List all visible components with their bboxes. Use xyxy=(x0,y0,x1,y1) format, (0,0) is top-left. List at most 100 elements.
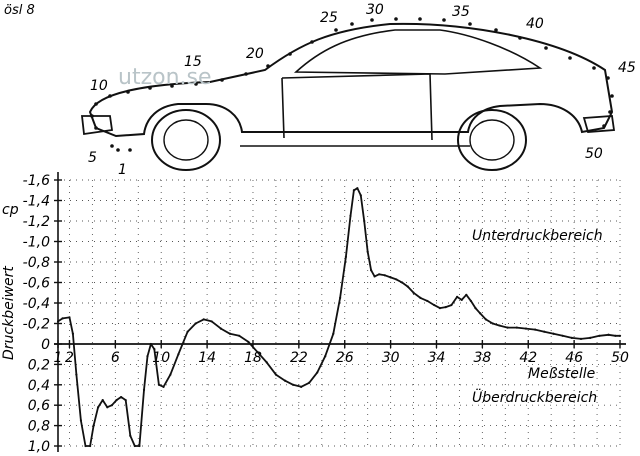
data-point xyxy=(292,383,295,386)
data-point xyxy=(598,334,601,337)
x-tick-label: 2 xyxy=(65,350,74,366)
y-tick-label: 0,8 xyxy=(28,419,50,435)
data-point xyxy=(79,419,83,422)
data-point xyxy=(444,306,447,309)
data-point xyxy=(344,255,347,258)
car-measuring-dot xyxy=(220,78,224,82)
data-point xyxy=(465,293,468,296)
data-point xyxy=(142,388,146,391)
data-point xyxy=(474,307,477,310)
car-side-view xyxy=(80,22,616,171)
rear-wheel xyxy=(457,109,527,171)
data-point xyxy=(395,278,398,281)
y-tick-label: -1,0 xyxy=(23,235,50,251)
data-point xyxy=(484,318,487,321)
car-measuring-dot xyxy=(518,36,522,40)
data-point xyxy=(370,269,373,272)
car-label-15: 15 xyxy=(184,54,202,70)
data-point xyxy=(579,337,583,340)
car-label-5: 5 xyxy=(88,150,97,166)
data-point xyxy=(456,295,459,298)
y-axis-label: Druckbeiwert xyxy=(1,266,17,360)
data-point xyxy=(68,316,71,319)
car-label-25: 25 xyxy=(320,10,338,26)
data-point xyxy=(515,326,518,329)
data-point xyxy=(274,373,278,376)
data-point xyxy=(534,328,537,331)
car-measuring-dot xyxy=(310,40,314,44)
car-label-35: 35 xyxy=(452,4,470,20)
x-tick-label: 18 xyxy=(244,350,262,366)
data-point xyxy=(450,303,453,307)
data-point xyxy=(194,322,197,325)
car-measuring-dot xyxy=(116,148,120,152)
car-label-40: 40 xyxy=(526,16,544,32)
x-tick-label: 46 xyxy=(565,350,583,366)
front-bumper xyxy=(80,115,114,136)
car-measuring-dot xyxy=(110,144,114,148)
data-point xyxy=(389,276,392,279)
data-point xyxy=(589,336,592,339)
car-label-30: 30 xyxy=(366,2,384,18)
y-tick-label: -1,6 xyxy=(23,173,50,189)
data-point xyxy=(119,395,123,399)
data-point xyxy=(210,320,213,323)
car-measuring-dot xyxy=(544,46,548,50)
x-tick-label: 34 xyxy=(428,350,446,366)
x-tick-label: 1 xyxy=(54,350,63,366)
car-measuring-dot xyxy=(418,17,422,21)
car-measuring-points xyxy=(90,17,614,152)
data-point xyxy=(406,285,409,288)
car-measuring-dot xyxy=(170,84,174,88)
watermark: utzon.se xyxy=(118,65,212,90)
car-measuring-dot xyxy=(468,22,472,26)
data-point xyxy=(352,189,356,192)
data-point xyxy=(469,299,472,303)
corner-note: ösl 8 xyxy=(4,3,35,18)
car-measuring-dot xyxy=(94,126,98,130)
data-point xyxy=(366,250,369,253)
car-door-line xyxy=(281,73,433,141)
data-point xyxy=(75,373,78,376)
front-wheel-hub xyxy=(163,119,209,161)
data-point xyxy=(498,324,501,327)
car-measuring-dot xyxy=(568,56,572,60)
data-point xyxy=(300,385,303,388)
car-measuring-dot xyxy=(90,114,94,118)
y-tick-label: 0,6 xyxy=(28,398,50,414)
data-point xyxy=(115,399,118,402)
car-measuring-dot xyxy=(442,18,446,22)
data-point xyxy=(506,326,509,329)
car-point-labels: 1 5 10 15 20 25 30 35 40 45 50 xyxy=(88,2,636,178)
car-label-1: 1 xyxy=(118,162,127,178)
data-point xyxy=(618,334,622,337)
car-measuring-dot xyxy=(606,76,610,80)
data-point xyxy=(61,317,64,320)
x-tick-label: 50 xyxy=(611,350,629,366)
car-body-outline xyxy=(88,22,614,138)
y-tick-label: 1,0 xyxy=(28,439,50,455)
data-point xyxy=(133,444,136,448)
data-point xyxy=(89,444,92,448)
data-point xyxy=(101,399,104,402)
car-measuring-dot xyxy=(126,90,130,94)
region-label-suction: Unterdruckbereich xyxy=(472,228,603,244)
car-measuring-dot xyxy=(608,110,612,114)
y-tick-label: -0,4 xyxy=(23,296,50,312)
data-point xyxy=(146,355,149,358)
x-tick-label: 14 xyxy=(198,350,216,366)
pressure-line xyxy=(57,187,620,447)
car-measuring-dot xyxy=(394,17,398,21)
data-point xyxy=(400,281,404,284)
data-point xyxy=(97,406,100,409)
x-tick-label: 38 xyxy=(473,350,491,366)
y-tick-label: -1,2 xyxy=(23,214,50,230)
data-point xyxy=(373,275,376,278)
car-label-50: 50 xyxy=(585,146,603,162)
chart-grid xyxy=(58,179,621,447)
data-point xyxy=(124,399,127,402)
data-point xyxy=(283,379,287,382)
data-point xyxy=(561,334,564,337)
data-point xyxy=(228,332,232,335)
